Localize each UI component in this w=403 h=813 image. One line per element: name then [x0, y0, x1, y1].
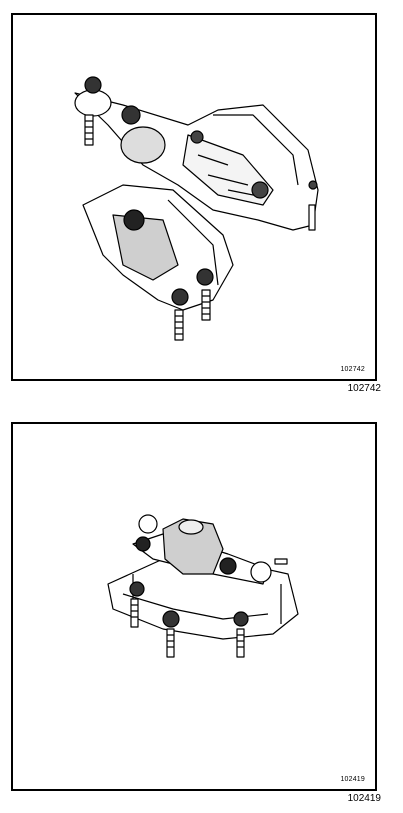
figure-102742: 102742	[11, 13, 377, 381]
figure-caption: 102742	[347, 383, 381, 394]
engine-mount-illustration	[74, 76, 319, 341]
figure-caption: 102419	[347, 793, 381, 804]
figure-reference-number: 102419	[340, 776, 365, 783]
figure-reference-number: 102742	[340, 366, 365, 373]
figure-102419: 102419	[11, 422, 377, 791]
engine-mount-illustration	[107, 514, 299, 658]
